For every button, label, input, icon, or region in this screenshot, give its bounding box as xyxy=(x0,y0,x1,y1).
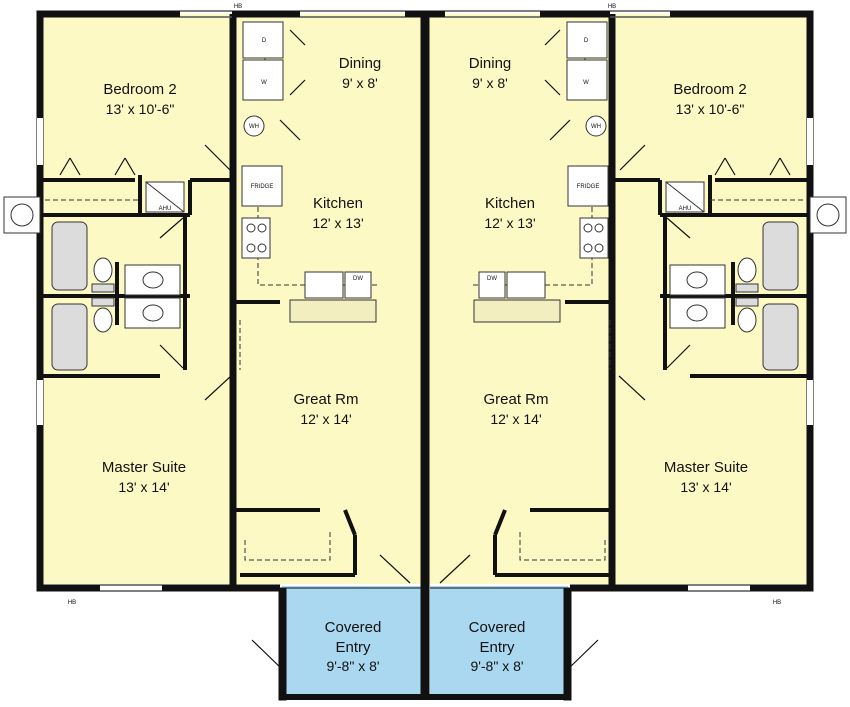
interior-walls xyxy=(40,175,810,577)
right-entry-dims: 9'-8" x 8' xyxy=(470,658,523,674)
left-dryer-tag: D xyxy=(262,38,267,44)
right-master-name: Master Suite xyxy=(664,459,748,476)
window-left-2 xyxy=(37,380,43,425)
left-ahu-tag: AHU xyxy=(159,206,172,212)
hb-top-left: HB xyxy=(234,4,242,10)
right-bedroom-dims: 13' x 10'-6" xyxy=(676,101,745,117)
hb-top-right: HB xyxy=(608,4,616,10)
left-dining-dims: 9' x 8' xyxy=(342,75,378,91)
window-right-1 xyxy=(807,118,813,165)
left-entry-dims: 9'-8" x 8' xyxy=(326,658,379,674)
left-fridge-tag: FRIDGE xyxy=(251,184,274,190)
doors xyxy=(59,29,791,671)
left-entry-line1: Covered xyxy=(325,619,382,636)
right-covered-entry-floor xyxy=(430,586,568,696)
left-kitchen-dims: 12' x 13' xyxy=(312,215,363,231)
window-left-1 xyxy=(37,118,43,165)
left-dining-name: Dining xyxy=(339,55,382,72)
left-kitchen-name: Kitchen xyxy=(313,195,363,212)
right-dining-dims: 9' x 8' xyxy=(472,75,508,91)
right-dining-name: Dining xyxy=(469,55,512,72)
hb-bottom-right: HB xyxy=(773,600,781,606)
right-ahu-tag: AHU xyxy=(679,206,692,212)
left-water-heater-tag: WH xyxy=(249,124,259,130)
right-bedroom-name: Bedroom 2 xyxy=(673,81,746,98)
left-master-name: Master Suite xyxy=(102,459,186,476)
left-washer-tag: W xyxy=(261,80,267,86)
right-kitchen-name: Kitchen xyxy=(485,195,535,212)
left-dw-tag: DW xyxy=(353,276,363,282)
right-master-dims: 13' x 14' xyxy=(680,479,731,495)
window-right-2 xyxy=(807,380,813,425)
stove-burners xyxy=(246,223,604,253)
right-great-room-dims: 12' x 14' xyxy=(490,411,541,427)
left-bedroom-name: Bedroom 2 xyxy=(103,81,176,98)
right-fridge-tag: FRIDGE xyxy=(577,184,600,190)
right-dw-tag: DW xyxy=(487,276,497,282)
left-great-room-dims: 12' x 14' xyxy=(300,411,351,427)
right-entry-line2: Entry xyxy=(479,639,515,656)
fixtures xyxy=(3,21,847,371)
right-entry-line1: Covered xyxy=(469,619,526,636)
left-bedroom-dims: 13' x 10'-6" xyxy=(106,101,175,117)
entry-structure xyxy=(278,587,572,701)
left-entry-line2: Entry xyxy=(335,639,371,656)
right-water-heater-tag: WH xyxy=(591,124,601,130)
hb-bottom-left: HB xyxy=(68,600,76,606)
right-dryer-tag: D xyxy=(584,38,589,44)
right-washer-tag: W xyxy=(583,80,589,86)
right-kitchen-dims: 12' x 13' xyxy=(484,215,535,231)
left-great-room-name: Great Rm xyxy=(293,391,358,408)
left-master-dims: 13' x 14' xyxy=(118,479,169,495)
left-covered-entry-floor xyxy=(282,586,422,696)
right-great-room-name: Great Rm xyxy=(483,391,548,408)
